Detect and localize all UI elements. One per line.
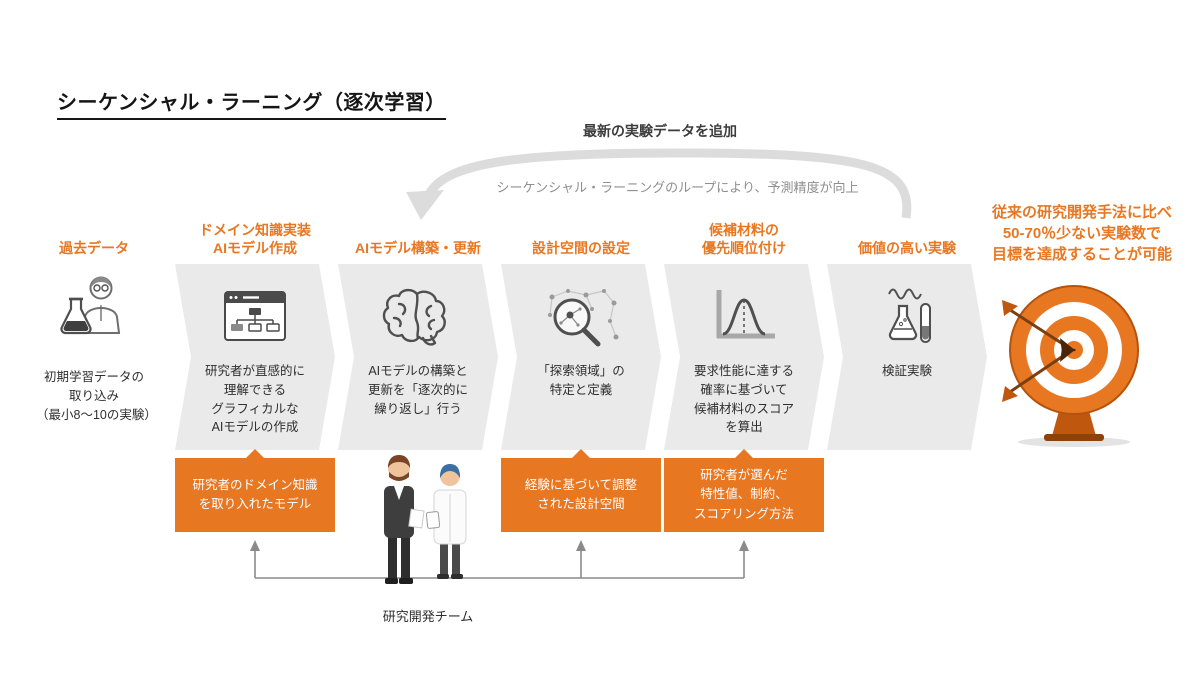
callout-notch-icon [246,449,264,458]
callout-notch-icon [735,449,753,458]
callout-design-space: 経験に基づいて調整 された設計空間 [501,449,661,532]
stage-prioritization-label: 候補材料の 優先順位付け [702,222,786,256]
callout-domain-knowledge: 研究者のドメイン知識 を取り入れたモデル [175,449,335,532]
callout-notch-icon [572,449,590,458]
stage-prioritization-box: 要求性能に達する 確率に基づいて 候補材料のスコア を算出 [664,264,824,450]
stage-high-value-experiment-description: 検証実験 [881,364,932,378]
stage-high-value-experiment-label: 価値の高い実験 [858,239,956,256]
callout-prioritization-text: 研究者が選んだ 特性値、制約、 スコアリング方法 [693,467,794,521]
page-title: シーケンシャル・ラーニング（逐次学習） [57,86,446,120]
target-arrows-icon [1002,285,1139,447]
loop-subtitle: シーケンシャル・ラーニングのループにより、予測精度が向上 [496,180,859,195]
stage-prioritization: 候補材料の 優先順位付け 要求性能に達する 確率に基づいて 候補材料のスコア を… [664,222,824,532]
scientist-flask-icon [28,264,160,352]
stage-ai-model-build: AIモデル構築・更新 AIモデルの構築と 更新を「逐次的に 繰り返し」行う [338,222,498,450]
stage-high-value-experiment-box: 検証実験 [827,264,987,450]
stage-design-space-box: 「探索領域」の 特定と定義 [501,264,661,450]
stage-ai-model-build-description: AIモデルの構築と 更新を「逐次的に 繰り返し」行う [367,364,468,416]
team-label: 研究開発チーム [382,609,474,624]
stage-domain-knowledge-label: ドメイン知識実装 AIモデル作成 [199,222,311,256]
stage-domain-knowledge-box: 研究者が直感的に 理解できる グラフィカルな AIモデルの作成 [175,264,335,450]
scientists-illustration [384,455,467,584]
probability-chart-icon [709,276,779,358]
callout-prioritization: 研究者が選んだ 特性値、制約、 スコアリング方法 [664,449,824,532]
callout-design-space-text: 経験に基づいて調整 された設計空間 [524,477,638,511]
stage-design-space: 設計空間の設定 [501,222,661,532]
loop-label: 最新の実験データを追加 [583,123,737,139]
stage-design-space-label: 設計空間の設定 [532,239,630,256]
experiment-flasks-icon [871,276,943,358]
stage-past-data-label: 過去データ [59,239,129,256]
stage-ai-model-build-label: AIモデル構築・更新 [355,239,481,256]
callout-domain-knowledge-text: 研究者のドメイン知識 を取り入れたモデル [192,477,318,511]
stage-ai-model-build-box: AIモデルの構築と 更新を「逐次的に 繰り返し」行う [338,264,498,450]
stage-design-space-description: 「探索領域」の 特定と定義 [537,364,625,397]
stage-prioritization-description: 要求性能に達する 確率に基づいて 候補材料のスコア を算出 [693,364,794,435]
stage-past-data-description: 初期学習データの 取り込み （最小8〜10の実験） [36,370,157,422]
result-text: 従来の研究開発手法に比べ 50-70％少ない実験数で 目標を達成することが可能 [991,204,1172,263]
stage-domain-knowledge-description: 研究者が直感的に 理解できる グラフィカルな AIモデルの作成 [204,364,305,435]
brain-icon [379,276,457,358]
stage-high-value-experiment: 価値の高い実験 検証実験 [827,222,987,450]
feedback-loop-arrow-icon [406,148,912,220]
team-connector-arrows [250,540,749,579]
stage-domain-knowledge: ドメイン知識実装 AIモデル作成 [175,222,335,532]
search-network-icon [540,276,622,358]
stage-past-data: 過去データ 初期学習データの 取り込み （最小8〜10の実験） [28,222,160,424]
graphical-ai-model-icon [223,276,287,358]
